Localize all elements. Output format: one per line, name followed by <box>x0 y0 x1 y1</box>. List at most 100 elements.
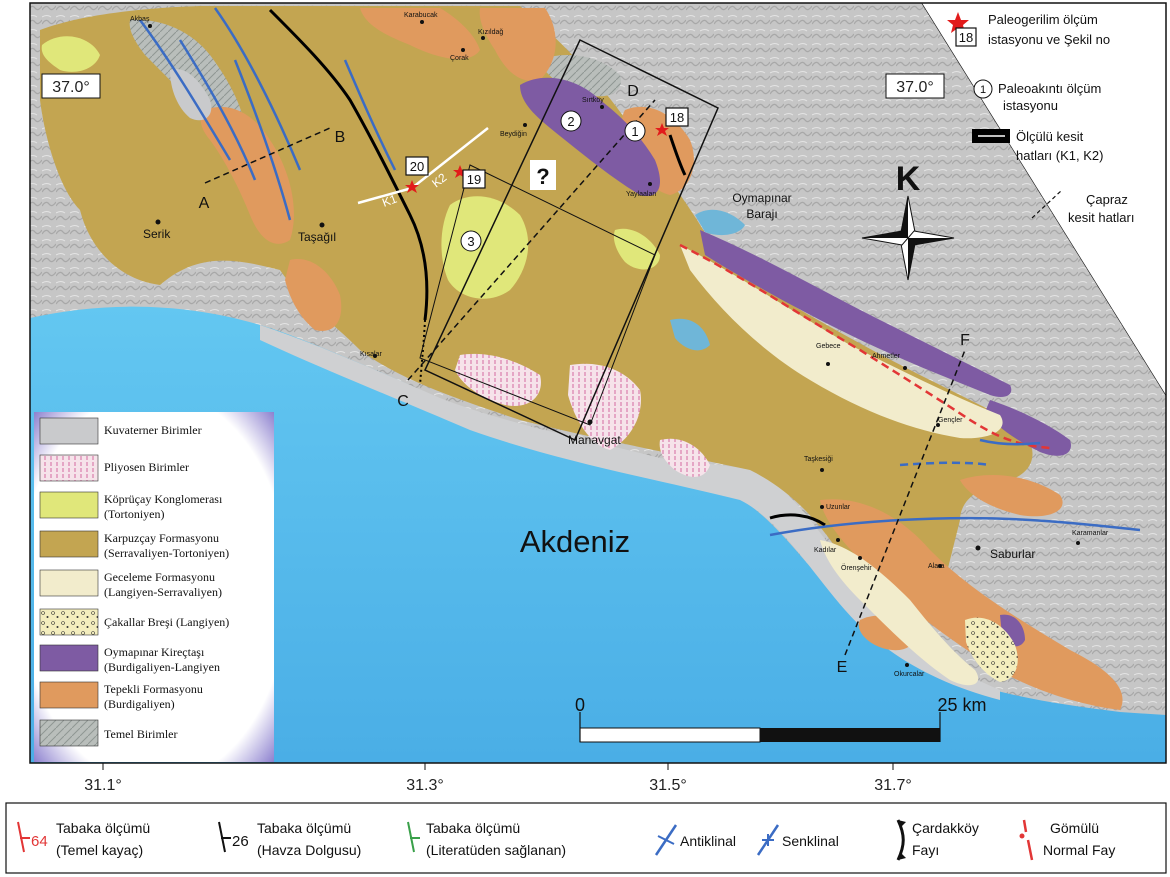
station-20-box <box>405 156 429 176</box>
section-letters: A B C D E F <box>199 83 970 676</box>
section-letter-b: B <box>335 129 346 146</box>
station-20-star <box>405 180 419 193</box>
town-karabucak: Karabucak <box>404 12 438 19</box>
bedding-basin-line1: Tabaka ölçümü <box>257 820 351 836</box>
north-label: K <box>896 160 921 198</box>
section-k1 <box>357 186 413 205</box>
town-uzunlar: Uzunlar <box>826 504 851 511</box>
unit-oymapinar-2 <box>700 230 1012 397</box>
legend-label-tepekli: Tepekli Formasyonu <box>104 682 203 696</box>
legend-label-koprucay-age: (Tortoniyen) <box>104 507 164 521</box>
town-saburlar: Saburlar <box>990 547 1035 561</box>
unit-koprucay <box>441 196 529 299</box>
town-corak: Çorak <box>450 55 469 62</box>
paleocurrent-1: 1 <box>631 124 638 139</box>
legend-label-karpuzcay: Karpuzçay Formasyonu <box>104 531 219 545</box>
fault-east <box>769 513 826 527</box>
town-taskesigi: Taşkesiği <box>804 456 833 463</box>
legend-paleocurrent-number: 1 <box>980 84 986 96</box>
unit-pliocene-3 <box>659 438 710 477</box>
legend-label-karpuzcay-age: (Serravaliyen-Tortoniyen) <box>104 546 229 560</box>
sea <box>30 306 1166 763</box>
swatch-pliocene <box>39 454 99 482</box>
paleocurrent-stations: 2 1 3 <box>460 110 646 252</box>
town-akbas: Akbaş <box>130 16 150 23</box>
legend-label-cakallar: Çakallar Breşi (Langiyen) <box>104 615 229 629</box>
bedding-literature-line2: (Literatüden sağlanan) <box>426 842 566 858</box>
town-kisalar: Kısalar <box>360 351 382 358</box>
study-area-box <box>424 38 719 442</box>
lat-label-box-right <box>885 73 945 99</box>
town-serik: Serik <box>143 227 171 241</box>
unit-tepekli-2 <box>285 259 342 331</box>
station-18-label: 18 <box>670 110 684 125</box>
town-karamanlar: Karamanlar <box>1072 530 1109 537</box>
town-alara: Alara <box>928 563 944 570</box>
section-letter-c: C <box>397 393 409 410</box>
unit-tepekli <box>200 106 294 244</box>
legend-paleocurrent-line1: Paleoakıntı ölçüm <box>998 81 1101 96</box>
legend-label-basement: Temel Birimler <box>104 727 177 741</box>
unit-geceleme-2 <box>820 540 979 686</box>
reservoir-label-1: Oymapınar <box>732 191 791 205</box>
swatch-karpuzcay <box>39 530 99 558</box>
swatch-koprucay <box>39 491 99 519</box>
section-letter-e: E <box>837 659 848 676</box>
legend-label-pliocene: Pliyosen Birimler <box>104 460 189 474</box>
question-mark: ? <box>536 164 549 189</box>
paleocurrent-2: 2 <box>567 114 574 129</box>
town-ahmetler: Ahmetler <box>872 353 901 360</box>
lat-label-right: 37.0° <box>896 79 934 96</box>
unit-tepekli-6 <box>820 499 1123 710</box>
unit-tepekli-7 <box>960 475 1063 517</box>
bedding-literature-line1: Tabaka ölçümü <box>426 820 520 836</box>
bedding-basement-value: 64 <box>31 833 48 850</box>
town-sirtkoy: Sırtköy <box>582 97 604 104</box>
legend-label-oymapinar-age: (Burdigaliyen-Langiyen <box>104 660 220 674</box>
unit-tepekli-4 <box>479 8 556 81</box>
swatch-tepekli <box>39 681 99 709</box>
station-box-icon <box>955 27 977 47</box>
town-tasagil: Taşağıl <box>298 230 336 244</box>
north-arrow: K <box>861 160 955 281</box>
unit-oymapinar-3 <box>985 400 1071 456</box>
scale-end: 25 km <box>937 695 986 715</box>
study-area-inner <box>419 164 656 426</box>
bedding-basin-line2: (Havza Dolgusu) <box>257 842 361 858</box>
legend-stress-number: 18 <box>959 30 973 45</box>
station-18-box <box>665 107 689 127</box>
swatch-oymapinar <box>39 644 99 672</box>
top-legend: 18 Paleogerilim ölçüm istasyonu ve Şekil… <box>947 12 1134 225</box>
legend-label-oymapinar: Oymapınar Kireçtaşı <box>104 645 205 659</box>
bedding-basin-value: 26 <box>232 833 249 850</box>
anticline-label: Antiklinal <box>680 833 736 849</box>
longitude-axis: 31.1° 31.3° 31.5° 31.7° <box>84 763 912 794</box>
swatch-cakallar <box>39 608 99 636</box>
unit-koprucay-3 <box>41 36 100 72</box>
normal-fault-line2: Normal Fay <box>1043 842 1115 858</box>
station-19-label: 19 <box>467 172 481 187</box>
town-gencler: Gençler <box>938 417 963 424</box>
section-letter-a: A <box>199 195 210 212</box>
unit-pliocene-2 <box>568 363 641 450</box>
swatch-basement <box>39 719 99 747</box>
section-letter-f: F <box>960 332 970 349</box>
legend-label-koprucay: Köprüçay Konglomerası <box>104 492 223 506</box>
reservoir <box>695 209 745 236</box>
normal-fault-icon <box>1022 819 1034 861</box>
bottom-legend-box <box>5 802 1167 874</box>
unit-karpuzcay <box>40 6 1033 609</box>
lat-label-box-left <box>41 73 101 99</box>
paleocurrent-circle-icon <box>973 79 993 99</box>
town-orensehir: Örenşehir <box>841 564 872 572</box>
cross-sections <box>204 99 966 656</box>
paleocurrent-3: 3 <box>467 234 474 249</box>
station-20-label: 20 <box>410 159 424 174</box>
unit-cakallar <box>965 617 1018 682</box>
fault-north <box>668 134 687 176</box>
legend-cross-line2: kesit hatları <box>1068 210 1134 225</box>
quaternary-coast <box>260 325 1000 700</box>
legend-corner <box>922 3 1166 395</box>
reservoir-label-2: Barajı <box>746 207 777 221</box>
town-kadilar: Kadılar <box>814 547 837 554</box>
